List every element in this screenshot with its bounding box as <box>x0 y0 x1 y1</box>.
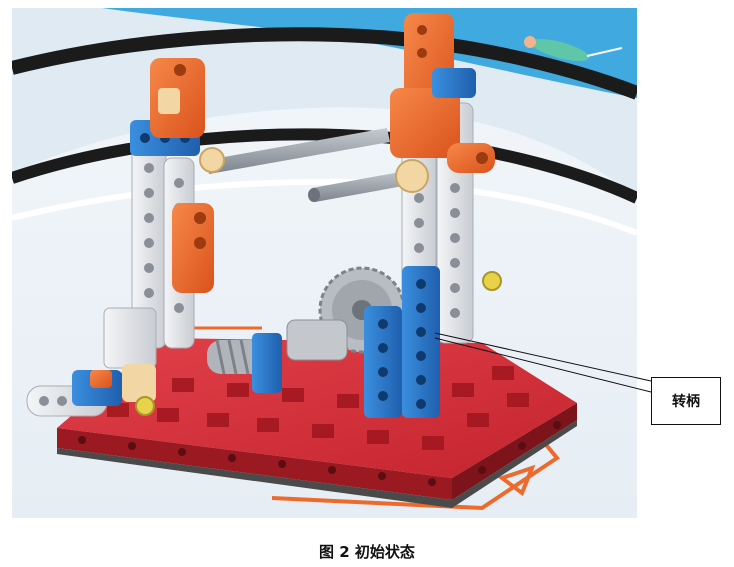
lego-mechanism-illustration <box>12 8 637 518</box>
mechanism-figure <box>12 8 637 518</box>
figure-caption: 图 2 初始状态 <box>319 543 415 561</box>
swimmer-decoration <box>524 36 623 61</box>
front-left-arm <box>26 364 156 417</box>
connector-block <box>286 319 348 361</box>
red-base-plate <box>57 338 577 508</box>
blue-crank <box>252 266 440 418</box>
right-tower <box>199 13 502 344</box>
callout-box: 转柄 <box>651 377 721 425</box>
callout-label: 转柄 <box>672 394 700 410</box>
left-tower <box>103 58 214 369</box>
